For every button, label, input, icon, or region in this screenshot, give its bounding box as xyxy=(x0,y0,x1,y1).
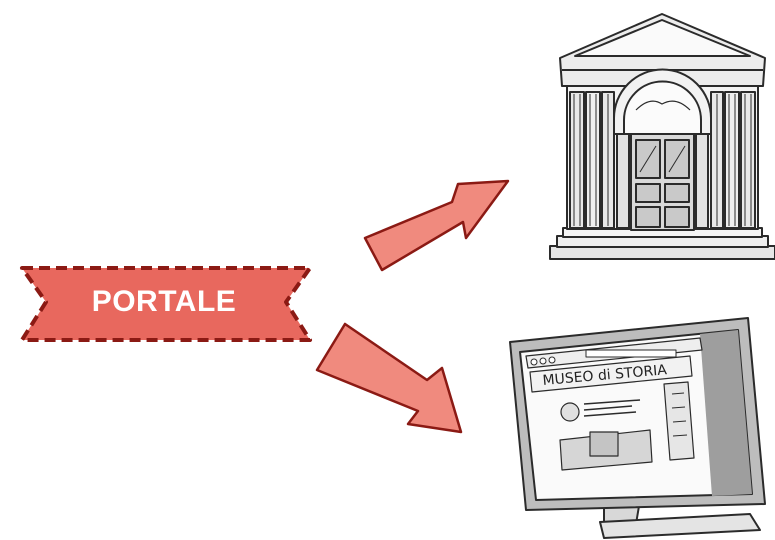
arrow-to-museum-building xyxy=(365,181,508,270)
arrow-to-museum-website xyxy=(317,324,461,432)
portale-label: PORTALE xyxy=(64,282,264,322)
museum-building-icon xyxy=(550,14,775,259)
computer-monitor-icon xyxy=(510,318,765,538)
